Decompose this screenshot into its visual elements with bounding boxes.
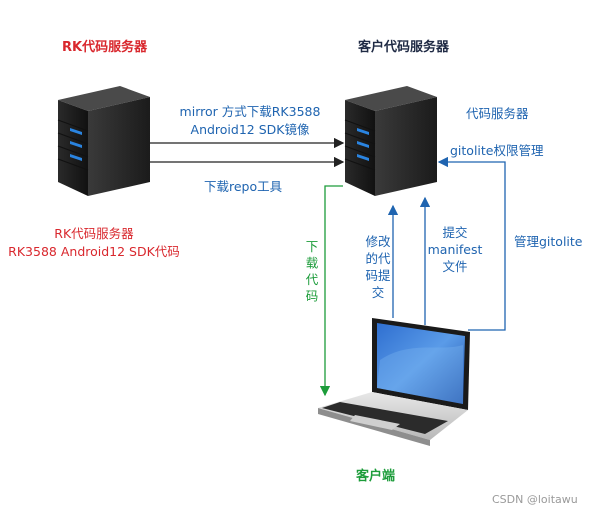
client-title: 客户端: [356, 469, 396, 484]
manifest-line1: 提交: [442, 225, 468, 240]
manage-gitolite-label: 管理gitolite: [514, 234, 583, 249]
rk-server-caption-line2: RK3588 Android12 SDK代码: [8, 244, 180, 259]
modify-submit-line3: 码提: [365, 268, 391, 283]
download-code-label: 下载代码: [303, 240, 319, 306]
manifest-line3: 文件: [442, 259, 468, 274]
download-code-arrow: [319, 185, 343, 397]
rk-server-icon: [57, 86, 150, 196]
modify-submit-label: 修改 的代 码提 交: [360, 233, 396, 301]
mirror-label-line1: mirror 方式下载RK3588: [179, 104, 321, 119]
manifest-line2: manifest: [427, 242, 483, 257]
watermark: CSDN @loitawu: [492, 493, 578, 506]
rk-server-title: RK代码服务器: [62, 40, 148, 55]
rk-server-caption-line1: RK代码服务器: [54, 226, 134, 241]
customer-server-icon: [344, 86, 437, 196]
modify-submit-line4: 交: [371, 285, 385, 300]
customer-server-title: 客户代码服务器: [358, 40, 450, 55]
customer-server-note-line2: gitolite权限管理: [450, 143, 544, 158]
customer-server-note-line1: 代码服务器: [466, 106, 529, 121]
repo-tool-label: 下载repo工具: [204, 179, 283, 194]
modify-submit-line2: 的代: [365, 251, 391, 266]
mirror-label-line2: Android12 SDK镜像: [190, 122, 310, 137]
laptop-icon: [318, 318, 470, 446]
manifest-label: 提交 manifest 文件: [424, 224, 486, 275]
modify-submit-line1: 修改: [365, 234, 391, 249]
manage-gitolite-arrow: [437, 156, 506, 331]
